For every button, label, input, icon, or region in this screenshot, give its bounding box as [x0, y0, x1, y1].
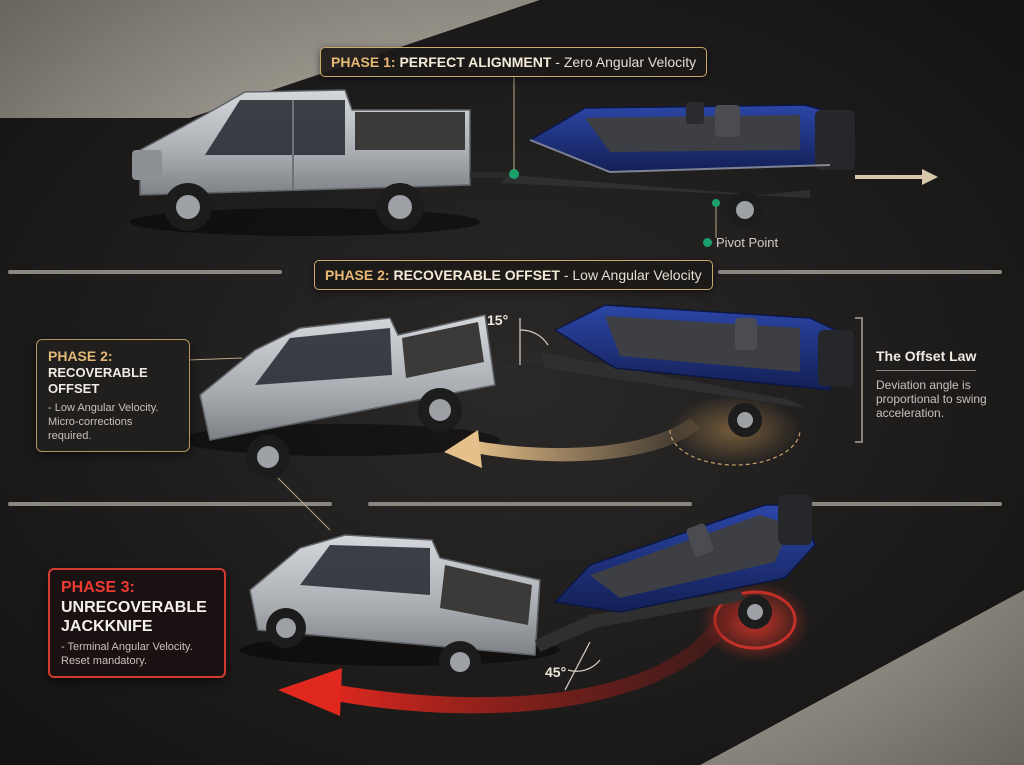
card3-note1: - Terminal Angular Velocity.: [61, 641, 193, 653]
phase2-name: RECOVERABLE OFFSET: [393, 267, 560, 283]
offset-law-text: Deviation angle is proportional to swing…: [876, 378, 987, 420]
card3-title: PHASE 3:: [61, 579, 135, 596]
phase1-truck: [130, 89, 480, 236]
phase2-tag: PHASE 2: RECOVERABLE OFFSET - Low Angula…: [314, 260, 713, 290]
forward-arrow: [855, 169, 938, 185]
card2-note2: Micro-corrections required.: [48, 416, 133, 442]
phase3-card: PHASE 3: UNRECOVERABLE JACKKNIFE - Termi…: [48, 568, 226, 678]
pivot-point-label: Pivot Point: [716, 235, 779, 250]
phase3-trailer: [535, 590, 772, 652]
phase1-prefix: PHASE 1:: [331, 54, 396, 70]
card3-line1: UNRECOVERABLE: [61, 599, 207, 616]
phase1-desc: Zero Angular Velocity: [563, 54, 697, 70]
card2-line2: OFFSET: [48, 381, 100, 396]
phase2-sep: -: [559, 267, 573, 283]
phase3-swing-arrow: [278, 602, 740, 716]
phase1-boat: [528, 102, 855, 174]
phase3-angle-marker: [564, 641, 601, 691]
phase1-tag: PHASE 1: PERFECT ALIGNMENT - Zero Angula…: [320, 47, 708, 77]
phase3-angle-label: 45°: [545, 664, 567, 680]
card2-leader-line: [187, 357, 243, 361]
card3-note2: Reset mandatory.: [61, 655, 148, 667]
card2-line1: RECOVERABLE: [48, 365, 148, 380]
phase2-desc: Low Angular Velocity: [572, 267, 702, 283]
phase2-angle-marker: [519, 318, 549, 365]
pivot-point-dot: [712, 199, 720, 207]
phase2-boat: [553, 304, 854, 391]
offset-law-bracket: [855, 317, 863, 443]
pivot-legend-dot: [703, 238, 712, 247]
phase2-prefix: PHASE 2:: [325, 267, 390, 283]
phase2-truck: [180, 314, 500, 479]
card3-line2: JACKKNIFE: [61, 618, 153, 635]
hitch-point-dot: [509, 169, 519, 179]
phase1-name: PERFECT ALIGNMENT: [399, 54, 552, 70]
card2-title: PHASE 2:: [48, 348, 113, 364]
phase3-boat: [553, 495, 816, 613]
phase2-angle-label: 15°: [487, 312, 509, 328]
phase1-sep: -: [551, 54, 564, 70]
phase2-card: PHASE 2: RECOVERABLE OFFSET - Low Angula…: [36, 339, 190, 452]
lane-markings: [8, 270, 1002, 506]
offset-law-divider: [876, 370, 976, 371]
phase2-leader-line: [277, 477, 331, 531]
card2-note1: - Low Angular Velocity.: [48, 402, 159, 414]
phase2-swing-arrow: [444, 418, 700, 468]
offset-law-title: The Offset Law: [876, 348, 977, 364]
phase3-truck: [240, 534, 560, 683]
